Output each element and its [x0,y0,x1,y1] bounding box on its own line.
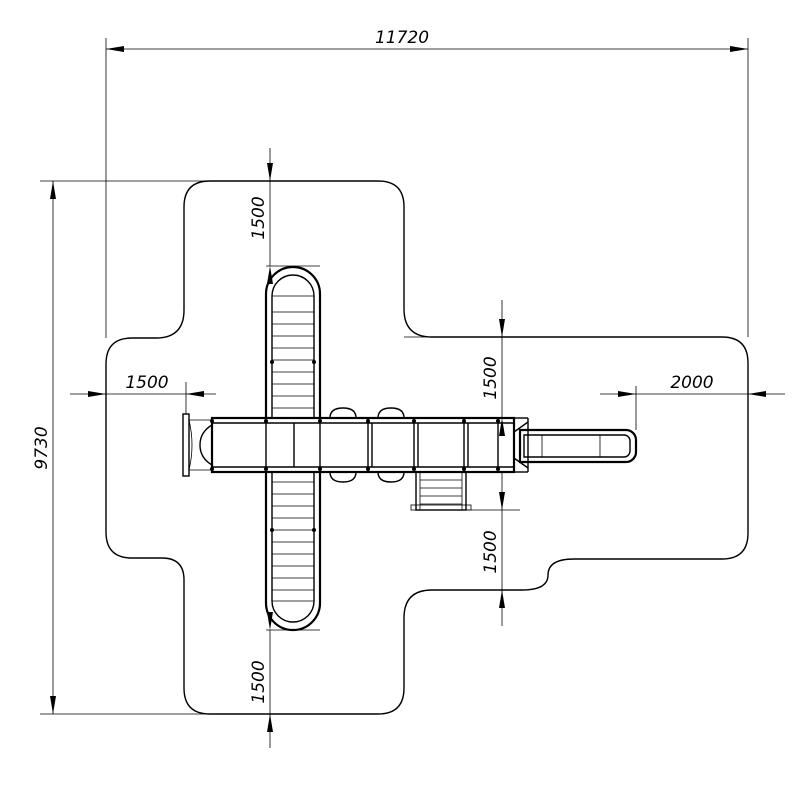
bolt-marker [496,419,500,423]
bolt-marker [496,467,500,471]
bolt-marker [270,528,274,532]
dim-label-upper-step-clearance: 1500 [481,356,501,399]
bolt-marker [264,467,268,471]
dim-label-lower-step-clearance: 1500 [481,530,501,573]
bolt-marker [210,419,214,423]
dim-label-bottom-clearance: 1500 [249,660,269,703]
bolt-marker [312,528,316,532]
upper-wing-climber [264,265,322,418]
dim-upper-step-clearance: 1500 [404,300,520,436]
safety-zone-outline [105,180,749,715]
bolt-marker [366,419,370,423]
bolt-marker [210,467,214,471]
nose-propeller [182,413,213,477]
dim-right-clearance: 2000 [600,373,785,430]
bolt-markers [210,360,500,532]
lower-wing-climber [264,472,322,632]
dim-label-top-clearance: 1500 [249,196,269,239]
dim-lower-step-clearance: 1500 [466,472,520,626]
bolt-marker [318,467,322,471]
dim-label-right-clearance: 2000 [670,373,713,393]
bolt-marker [366,467,370,471]
bolt-marker [270,360,274,364]
dim-label-left-clearance: 1500 [125,373,168,393]
bolt-marker [412,419,416,423]
dim-bottom-clearance: 1500 [249,612,273,748]
bolt-marker [264,419,268,423]
bolt-marker [318,419,322,423]
seat-elements [329,407,405,483]
dim-left-clearance: 1500 [70,373,216,414]
bolt-marker [412,467,416,471]
dim-total-width: 11720 [105,28,749,338]
fuselage-platform [210,416,516,474]
access-steps [410,471,472,511]
bolt-marker [462,467,466,471]
bolt-marker [462,419,466,423]
dim-label-total-width: 11720 [375,28,429,48]
bolt-marker [312,360,316,364]
play-structure [182,265,638,632]
dim-label-total-height: 9730 [32,426,52,469]
dim-top-clearance: 1500 [249,148,273,284]
dim-total-height: 9730 [32,180,210,715]
slide [513,417,638,473]
